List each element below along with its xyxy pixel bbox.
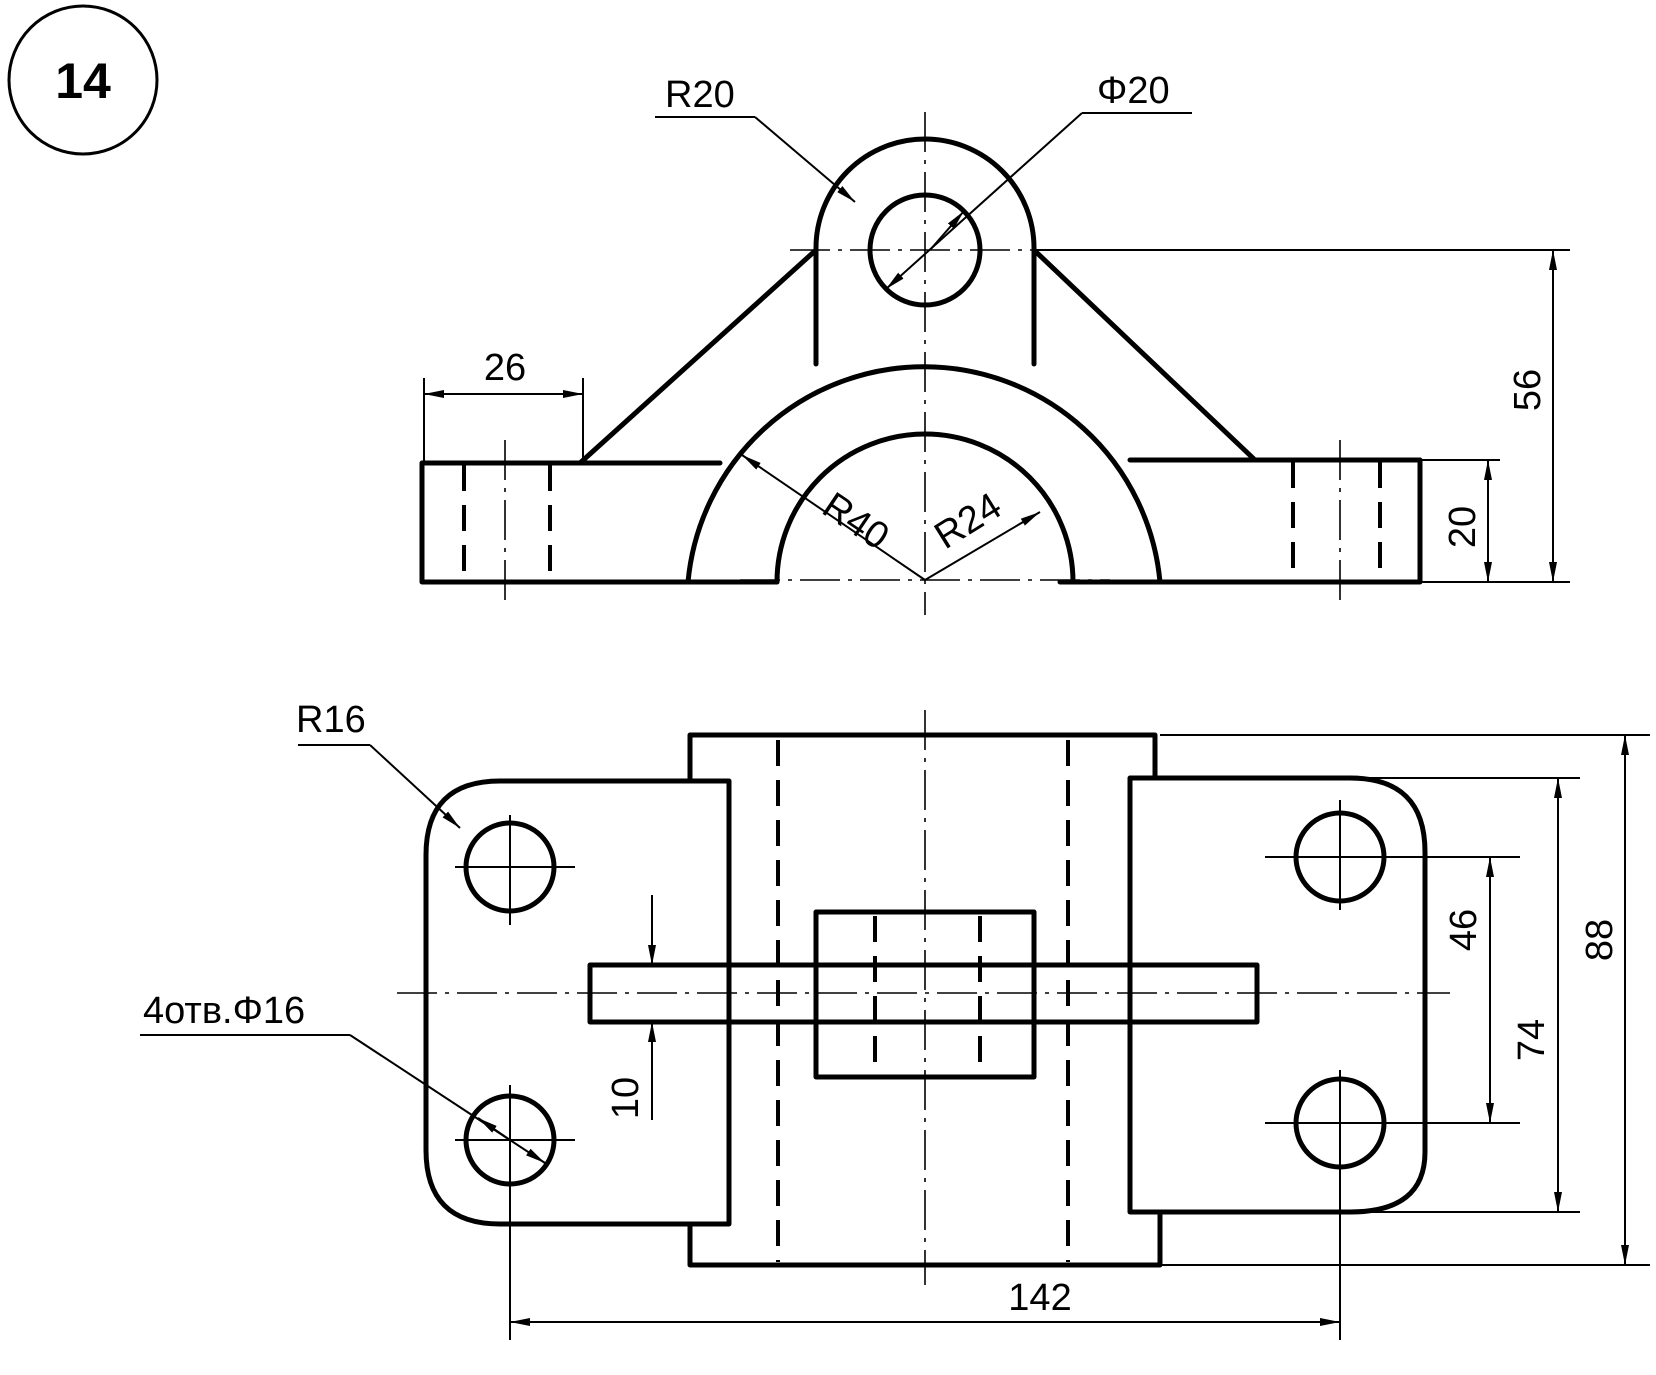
leader-boss-radius: R20 — [655, 74, 856, 203]
front-left-rib — [577, 247, 819, 466]
outer-arch-label: R40 — [815, 485, 896, 559]
dim-total-width: 88 — [1160, 734, 1650, 1266]
leader-boss-hole: Φ20 — [885, 70, 1192, 290]
boss-radius-label: R20 — [665, 74, 735, 116]
front-boss-outline — [813, 136, 1037, 367]
front-view: 26 56 20 R20 Φ20 — [419, 70, 1570, 615]
corner-radius-label: R16 — [296, 699, 366, 741]
top-right-flange — [1127, 775, 1428, 1215]
total-width-label: 88 — [1579, 919, 1621, 961]
holes-note-label: 4отв.Φ16 — [143, 990, 305, 1032]
dim-base-height: 20 — [1420, 459, 1500, 582]
top-central-body — [687, 732, 1163, 1268]
top-view: 142 46 74 88 10 — [140, 699, 1650, 1340]
inner-arch-label: R24 — [928, 485, 1009, 558]
rib-width-label: 10 — [605, 1077, 647, 1119]
front-right-rib — [1031, 247, 1258, 463]
leader-corner-radius: R16 — [296, 699, 461, 829]
hole-spacing-y-label: 46 — [1443, 909, 1485, 951]
dim-total-height: 56 — [1034, 249, 1570, 583]
dim-flange-width: 74 — [1350, 777, 1580, 1213]
dim-hole-spacing-y: 46 — [1380, 856, 1520, 1124]
figure-number-badge: 14 — [7, 4, 159, 156]
leader-inner-arch: R24 — [924, 485, 1041, 581]
hole-spacing-x-label: 142 — [1008, 1277, 1071, 1319]
dim-flange-length: 26 — [423, 347, 584, 462]
dim-total-height-label: 56 — [1507, 369, 1549, 411]
top-left-flange — [423, 778, 732, 1227]
front-base-right — [1057, 457, 1423, 585]
figure-number: 14 — [55, 53, 111, 109]
boss-hole-label: Φ20 — [1097, 70, 1170, 112]
top-rib-bar — [587, 962, 1260, 1025]
dim-base-height-label: 20 — [1442, 506, 1484, 548]
top-boss — [813, 909, 1037, 1080]
top-holes — [455, 800, 1425, 1340]
dim-hole-spacing-x: 142 — [510, 1277, 1340, 1326]
flange-width-label: 74 — [1511, 1019, 1553, 1061]
leader-holes-note: 4отв.Φ16 — [140, 990, 546, 1164]
front-outer-arch — [685, 364, 1163, 585]
front-base-left — [419, 460, 780, 585]
leader-outer-arch: R40 — [741, 454, 926, 581]
front-inner-arch — [774, 431, 1076, 585]
front-boss-hole — [867, 192, 983, 308]
dim-rib-width: 10 — [590, 895, 656, 1120]
dim-flange-length-label: 26 — [484, 347, 526, 389]
